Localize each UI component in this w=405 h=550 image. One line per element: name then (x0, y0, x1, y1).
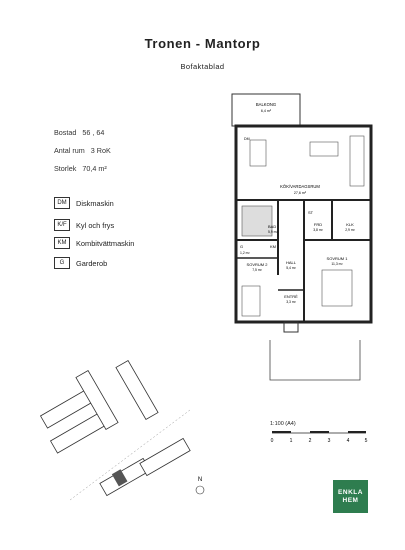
building (115, 359, 159, 421)
sov2-area: 7,5 m² (252, 268, 262, 272)
logo-line1: ENKLA (338, 488, 363, 496)
kitchen-counter (349, 135, 365, 187)
hall-area: 5,4 m² (286, 266, 296, 270)
info-rum: Antal rum 3 RoK (54, 146, 111, 155)
legend-item-km: KM Kombitvättmaskin (54, 237, 134, 249)
legend-label: Kombitvättmaskin (76, 238, 135, 248)
info-storlek: Storlek 70,4 m² (54, 164, 107, 173)
scale-tick: 5 (365, 438, 368, 444)
dining-table (249, 139, 267, 167)
g-area: 1,2 m² (240, 251, 250, 255)
hall-label: HALL (286, 260, 297, 265)
bed-2 (241, 285, 261, 317)
logo-line2: HEM (342, 496, 359, 504)
building (139, 437, 191, 477)
entrance-step (283, 321, 299, 333)
storlek-value: 70,4 m² (82, 164, 107, 173)
storlek-label: Storlek (54, 164, 77, 173)
klk-area: 2,9 m² (345, 228, 355, 232)
st-label: ST (308, 210, 314, 215)
floor-plan: BALKONG 6,4 m² DM KÖK/VARDAGSRUM 27,6 m²… (231, 93, 373, 381)
bad-area: 5,9 m² (268, 230, 278, 234)
north-label: N (198, 477, 202, 483)
bostad-label: Bostad (54, 128, 77, 137)
scale-tick: 0 (271, 438, 274, 444)
legend-label: Diskmaskin (76, 198, 114, 208)
scale-tick: 2 (309, 438, 312, 444)
scale-segment (272, 431, 291, 433)
info-bostad: Bostad 56 , 64 (54, 128, 104, 137)
bathroom-tiles (241, 205, 273, 237)
sov1-area: 11,3 m² (331, 262, 343, 266)
sofa (309, 141, 339, 157)
scale-tick: 1 (290, 438, 293, 444)
kok-label: KÖK/VARDAGSRUM (280, 184, 320, 189)
legend-label: Kyl och frys (76, 220, 115, 230)
highlighted-unit (111, 469, 128, 487)
sov1-label: SOVRUM 1 (327, 256, 349, 261)
legend-item-dm: DM Diskmaskin (54, 197, 114, 209)
bed-1 (321, 269, 353, 307)
legend-item-g: G Garderob (54, 257, 107, 269)
north-arrow-icon (195, 485, 205, 495)
kok-area: 27,6 m² (294, 191, 307, 195)
sov2-label: SOVRUM 2 (247, 262, 269, 267)
frd-label: FRD (314, 222, 322, 227)
legend-code: DM (54, 197, 70, 209)
path (69, 409, 191, 501)
entre-area: 3,3 m² (286, 300, 296, 304)
bad-label: BAD (268, 224, 276, 229)
legend-label: Garderob (76, 258, 108, 268)
page-title: Tronen - Mantorp (144, 36, 261, 51)
site-plan: N (39, 359, 205, 501)
enkla-hem-logo: ENKLA HEM (333, 480, 368, 513)
km-label: KM (270, 244, 276, 249)
g-label: G (240, 244, 243, 249)
rum-label: Antal rum (54, 146, 85, 155)
scale-label: 1:100 (A4) (270, 421, 296, 427)
page-subtitle: Bofaktablad (180, 62, 225, 71)
dm-label: DM (244, 137, 250, 141)
scale-tick: 3 (328, 438, 331, 444)
balkong-label: BALKONG (256, 102, 276, 107)
frd-area: 3,8 m² (313, 228, 323, 232)
legend-code: KM (54, 237, 70, 249)
balkong-area: 6,4 m² (261, 109, 272, 113)
scale-segment (348, 431, 366, 433)
scale-bar: 0 1 2 3 4 5 (271, 431, 368, 444)
terrace-outline (269, 340, 361, 381)
legend-code: K/F (54, 219, 70, 231)
entre-label: ENTRÉ (284, 294, 298, 299)
building (75, 369, 119, 431)
legend-item-kf: K/F Kyl och frys (54, 219, 114, 231)
scale-segment (310, 431, 329, 433)
klk-label: KLK (346, 222, 354, 227)
bostad-value: 56 , 64 (82, 128, 105, 137)
legend-code: G (54, 257, 70, 269)
scale-tick: 4 (347, 438, 350, 444)
rum-value: 3 RoK (90, 146, 111, 155)
